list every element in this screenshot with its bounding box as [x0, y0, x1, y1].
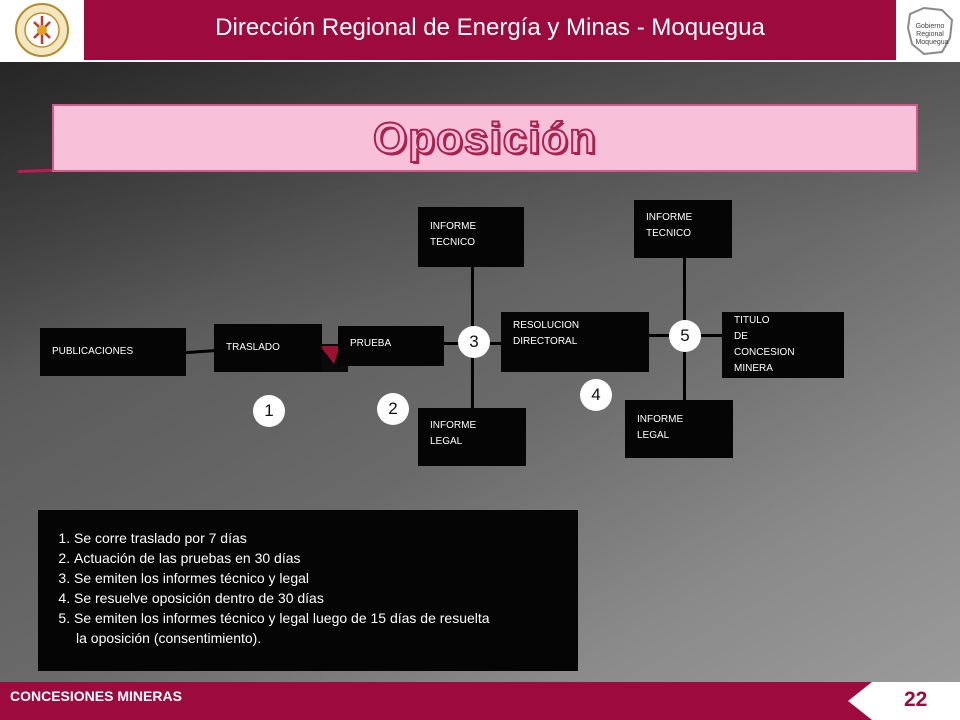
node-label: CONCESION	[734, 347, 795, 358]
node-label: LEGAL	[430, 436, 463, 447]
logo-text-1: Gobierno	[916, 23, 945, 30]
node-label: TITULO	[734, 315, 770, 326]
footer-page-tab	[848, 682, 960, 720]
slide-title-box: Oposición	[52, 104, 918, 172]
node-label: TECNICO	[430, 237, 475, 248]
notes-continuation: la oposición (consentimiento).	[76, 630, 262, 646]
node-label: LEGAL	[637, 430, 670, 441]
node-label: DIRECTORAL	[513, 336, 578, 347]
slide-title: Oposición	[372, 113, 598, 164]
node-prueba-label: PRUEBA	[350, 338, 392, 349]
node-label: INFORME	[637, 414, 684, 425]
node-resolucion-directoral: RESOLUCION DIRECTORAL	[501, 312, 649, 372]
header-title: Dirección Regional de Energía y Minas - …	[215, 14, 765, 41]
node-label: MINERA	[734, 363, 773, 374]
notes-list: Se corre traslado por 7 días Actuación d…	[50, 528, 578, 628]
node-label: DE	[734, 331, 748, 342]
header: Dirección Regional de Energía y Minas - …	[0, 0, 960, 62]
step-1-badge: 1	[253, 395, 285, 427]
header-band	[84, 0, 896, 60]
list-item: Se resuelve oposición dentro de 30 días	[74, 588, 578, 608]
ministry-seal-icon	[15, 3, 69, 57]
list-item: Se corre traslado por 7 días	[74, 528, 578, 548]
node-informe-legal-1: INFORME LEGAL	[418, 408, 526, 466]
footer-label: CONCESIONES MINERAS	[10, 688, 182, 704]
footer	[0, 682, 960, 720]
page-number: 22	[904, 688, 928, 711]
logo-text-3: Moquegua	[915, 39, 948, 46]
node-informe-legal-2: INFORME LEGAL	[625, 400, 733, 458]
node-traslado: TRASLADO	[214, 324, 322, 372]
step-2-badge: 2	[377, 393, 409, 425]
node-label: RESOLUCION	[513, 320, 580, 331]
notes-box: Se corre traslado por 7 días Actuación d…	[38, 510, 578, 671]
node-traslado-label: TRASLADO	[226, 342, 280, 353]
node-label: TECNICO	[646, 228, 691, 239]
node-publicaciones: PUBLICACIONES	[40, 328, 186, 376]
logo-text-2: Regional	[916, 31, 944, 38]
node-titulo-concesion: TITULO DE CONCESION MINERA	[722, 312, 844, 378]
node-label: INFORME	[430, 420, 477, 431]
node-informe-tecnico-2: INFORME TECNICO	[634, 200, 732, 258]
step-3-badge: 3	[458, 326, 490, 358]
regional-government-logo-icon: Gobierno Regional Moquegua	[906, 6, 954, 56]
list-item: Actuación de las pruebas en 30 días	[74, 548, 578, 568]
step-4-badge: 4	[580, 379, 612, 411]
list-item: Se emiten los informes técnico y legal	[74, 568, 578, 588]
step-5-badge: 5	[669, 320, 701, 352]
node-publicaciones-label: PUBLICACIONES	[52, 346, 134, 357]
node-informe-tecnico-1: INFORME TECNICO	[418, 207, 524, 267]
node-label: INFORME	[646, 212, 693, 223]
list-item: Se emiten los informes técnico y legal l…	[74, 608, 578, 628]
node-prueba: PRUEBA	[338, 326, 444, 366]
node-label: INFORME	[430, 221, 477, 232]
